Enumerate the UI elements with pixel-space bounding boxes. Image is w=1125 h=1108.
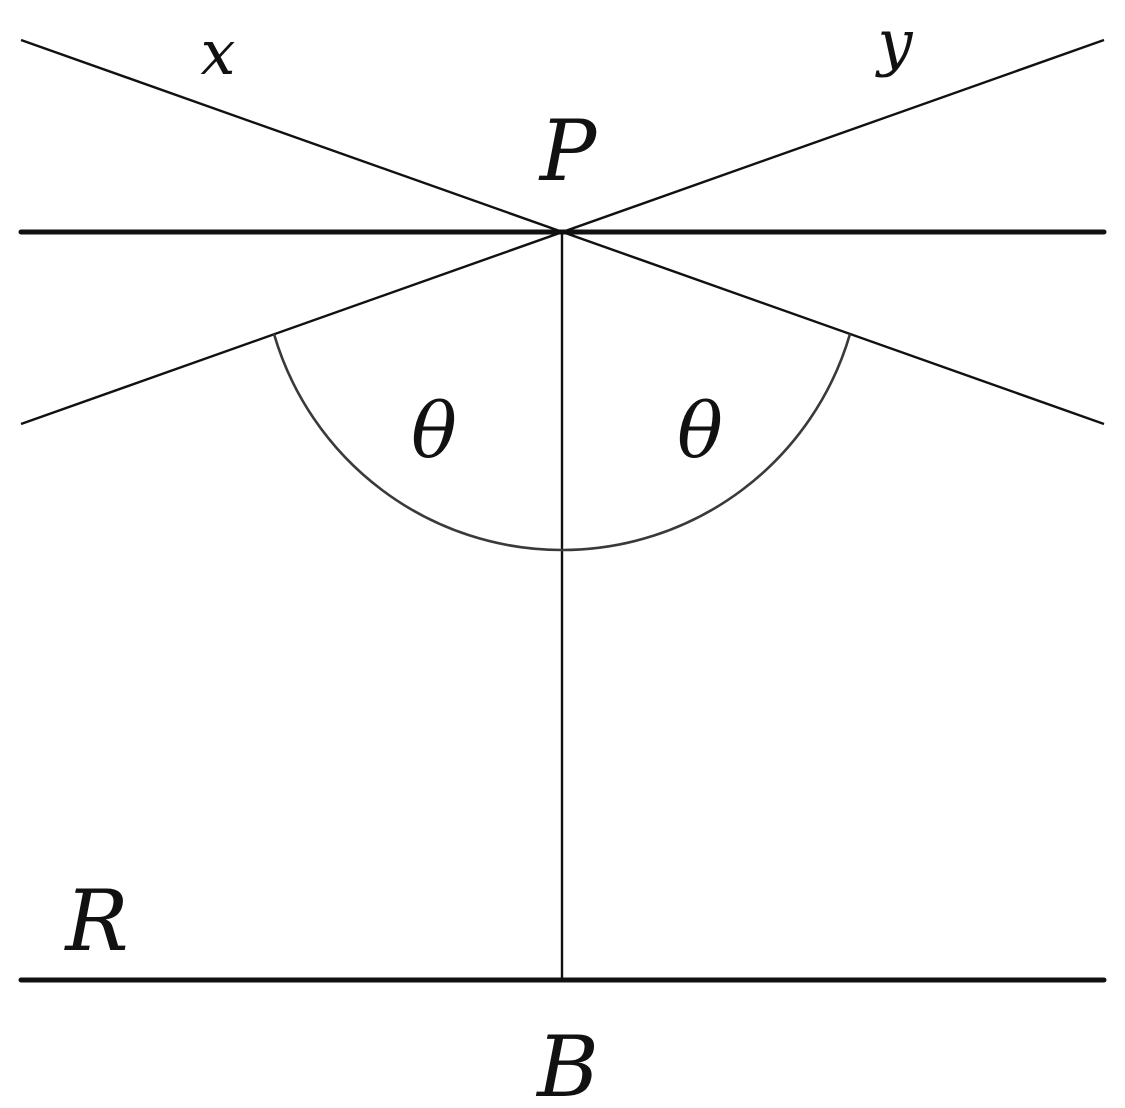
label-theta-right: θ [677,386,723,475]
label-theta-left: θ [411,386,457,475]
label-y: y [874,6,913,79]
label-p: P [538,102,598,200]
label-x: x [201,16,236,89]
angle-arc [272,333,852,552]
label-b: B [535,1018,599,1108]
label-r: R [63,872,128,970]
